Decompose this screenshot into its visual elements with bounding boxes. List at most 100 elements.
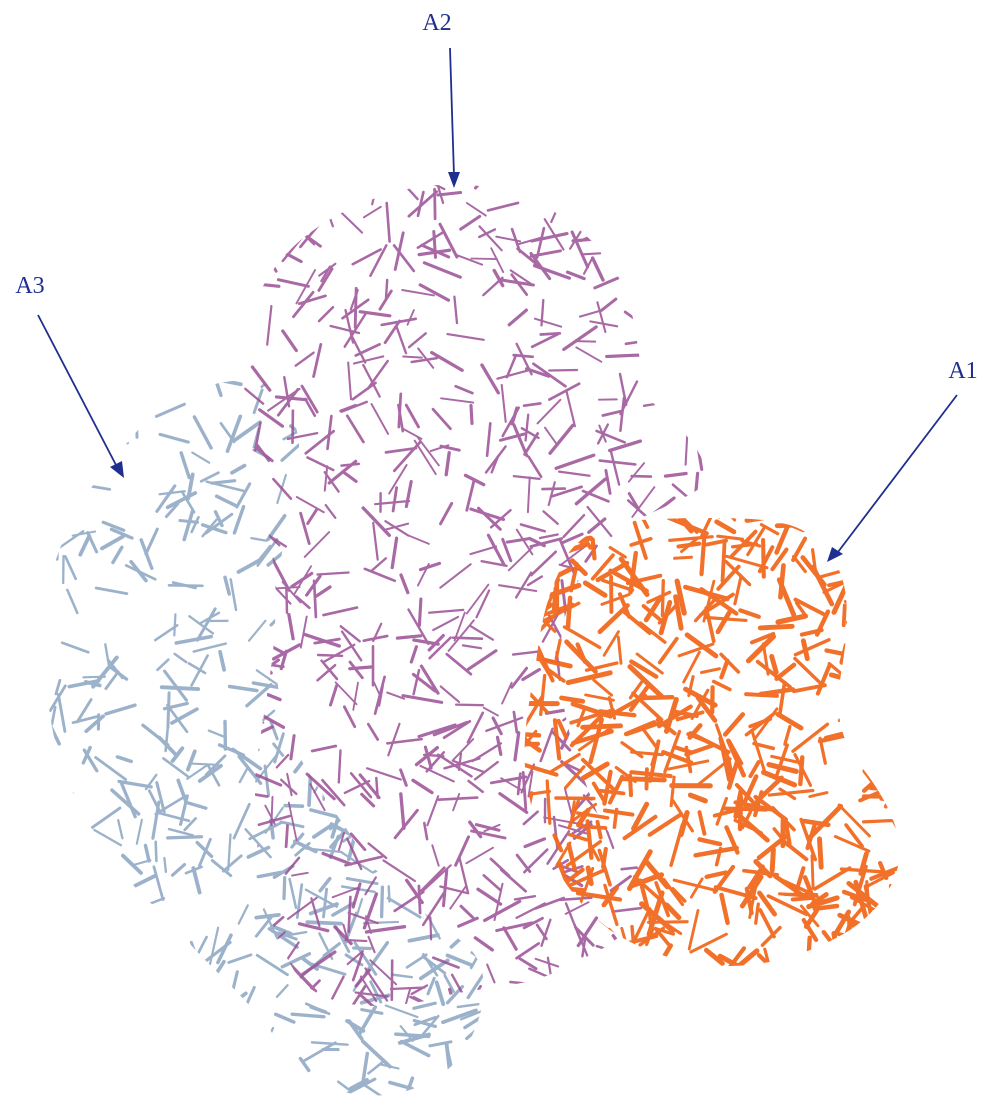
hatch-stroke bbox=[845, 695, 853, 730]
hatch-stroke bbox=[223, 856, 241, 871]
hatch-stroke bbox=[874, 639, 901, 647]
hatch-stroke bbox=[847, 546, 860, 565]
hatch-stroke bbox=[845, 939, 876, 941]
hatch-stroke bbox=[250, 292, 258, 310]
hatch-stroke bbox=[657, 843, 677, 849]
hatch-stroke bbox=[433, 779, 459, 787]
hatch-stroke bbox=[244, 179, 261, 189]
hatch-stroke bbox=[403, 357, 422, 358]
hatch-stroke bbox=[689, 621, 711, 622]
hatch-stroke bbox=[843, 717, 874, 721]
hatch-stroke bbox=[620, 194, 647, 197]
hatch-stroke bbox=[135, 876, 155, 886]
hatch-stroke bbox=[83, 677, 105, 678]
hatch-stroke bbox=[576, 780, 602, 809]
hatch-stroke bbox=[597, 946, 612, 951]
hatch-stroke bbox=[230, 1005, 232, 1040]
hatch-stroke bbox=[248, 718, 264, 722]
hatch-stroke bbox=[560, 898, 591, 900]
hatch-stroke bbox=[71, 1007, 94, 1034]
hatch-stroke bbox=[878, 610, 895, 614]
hatch-stroke bbox=[105, 900, 120, 922]
hatch-stroke bbox=[364, 207, 381, 218]
hatch-stroke bbox=[544, 511, 558, 523]
hatch-stroke bbox=[435, 525, 459, 548]
hatch-stroke bbox=[294, 292, 314, 316]
hatch-stroke bbox=[608, 977, 630, 988]
hatch-stroke bbox=[401, 575, 408, 593]
hatch-stroke bbox=[760, 626, 792, 628]
hatch-stroke bbox=[353, 683, 358, 710]
hatch-stroke bbox=[517, 944, 539, 959]
hatch-stroke bbox=[326, 505, 336, 518]
hatch-stroke bbox=[518, 995, 530, 1027]
hatch-stroke bbox=[413, 780, 432, 792]
hatch-stroke bbox=[630, 776, 631, 795]
arrowhead-a3 bbox=[110, 461, 124, 478]
hatch-stroke bbox=[401, 181, 418, 199]
hatch-stroke bbox=[555, 876, 562, 899]
hatch-stroke bbox=[75, 907, 79, 924]
hatch-stroke bbox=[385, 854, 400, 856]
hatch-stroke bbox=[463, 645, 481, 648]
hatch-stroke bbox=[273, 479, 291, 499]
hatch-stroke bbox=[556, 995, 570, 1009]
label-a3: A3 bbox=[15, 273, 44, 299]
hatch-stroke bbox=[655, 946, 670, 972]
hatch-stroke bbox=[29, 812, 53, 833]
hatch-stroke bbox=[501, 870, 525, 891]
arrow-a2 bbox=[450, 48, 454, 176]
hatch-stroke bbox=[818, 665, 830, 693]
hatch-stroke bbox=[678, 325, 710, 326]
hatch-stroke bbox=[740, 610, 759, 616]
hatch-stroke bbox=[613, 636, 641, 647]
hatch-stroke bbox=[441, 824, 465, 842]
hatch-stroke bbox=[617, 960, 626, 979]
hatch-stroke bbox=[99, 453, 104, 467]
hatch-stroke bbox=[869, 745, 899, 758]
hatch-stroke bbox=[308, 510, 317, 524]
hatch-stroke bbox=[803, 641, 807, 659]
hatch-stroke bbox=[761, 689, 793, 694]
hatch-stroke bbox=[547, 781, 550, 823]
hatch-stroke bbox=[523, 606, 548, 607]
hatch-stroke bbox=[607, 355, 642, 357]
hatch-stroke bbox=[507, 539, 529, 543]
hatch-stroke bbox=[889, 760, 908, 779]
hatch-stroke bbox=[735, 576, 741, 604]
hatch-stroke bbox=[381, 392, 407, 395]
hatch-stroke bbox=[616, 263, 652, 280]
hatch-stroke bbox=[461, 517, 492, 536]
hatch-stroke bbox=[899, 662, 901, 679]
hatch-stroke bbox=[528, 577, 542, 586]
hatch-stroke bbox=[237, 484, 250, 507]
hatch-stroke bbox=[895, 546, 908, 572]
hatch-stroke bbox=[532, 234, 567, 241]
hatch-stroke bbox=[778, 616, 805, 622]
hatch-stroke bbox=[521, 525, 545, 532]
hatch-stroke bbox=[686, 427, 688, 465]
hatch-stroke bbox=[173, 865, 185, 876]
hatch-stroke bbox=[890, 904, 913, 907]
hatch-stroke bbox=[855, 965, 871, 978]
hatch-stroke bbox=[108, 421, 127, 443]
hatch-stroke bbox=[466, 848, 493, 864]
hatch-stroke bbox=[160, 434, 188, 442]
hatch-stroke bbox=[354, 948, 371, 949]
hatch-stroke bbox=[603, 849, 606, 867]
hatch-stroke bbox=[386, 280, 387, 298]
hatch-stroke bbox=[528, 656, 571, 666]
hatch-stroke bbox=[451, 930, 469, 947]
hatch-stroke bbox=[292, 873, 308, 876]
hatch-stroke bbox=[295, 841, 316, 851]
hatch-stroke bbox=[419, 599, 421, 625]
hatch-stroke bbox=[286, 858, 299, 874]
hatch-stroke bbox=[381, 396, 398, 402]
hatch-stroke bbox=[273, 645, 299, 659]
hatch-stroke bbox=[893, 911, 899, 943]
hatch-stroke bbox=[58, 695, 65, 732]
hatch-stroke bbox=[290, 879, 296, 908]
hatch-stroke bbox=[364, 619, 377, 625]
hatch-stroke bbox=[677, 265, 694, 282]
